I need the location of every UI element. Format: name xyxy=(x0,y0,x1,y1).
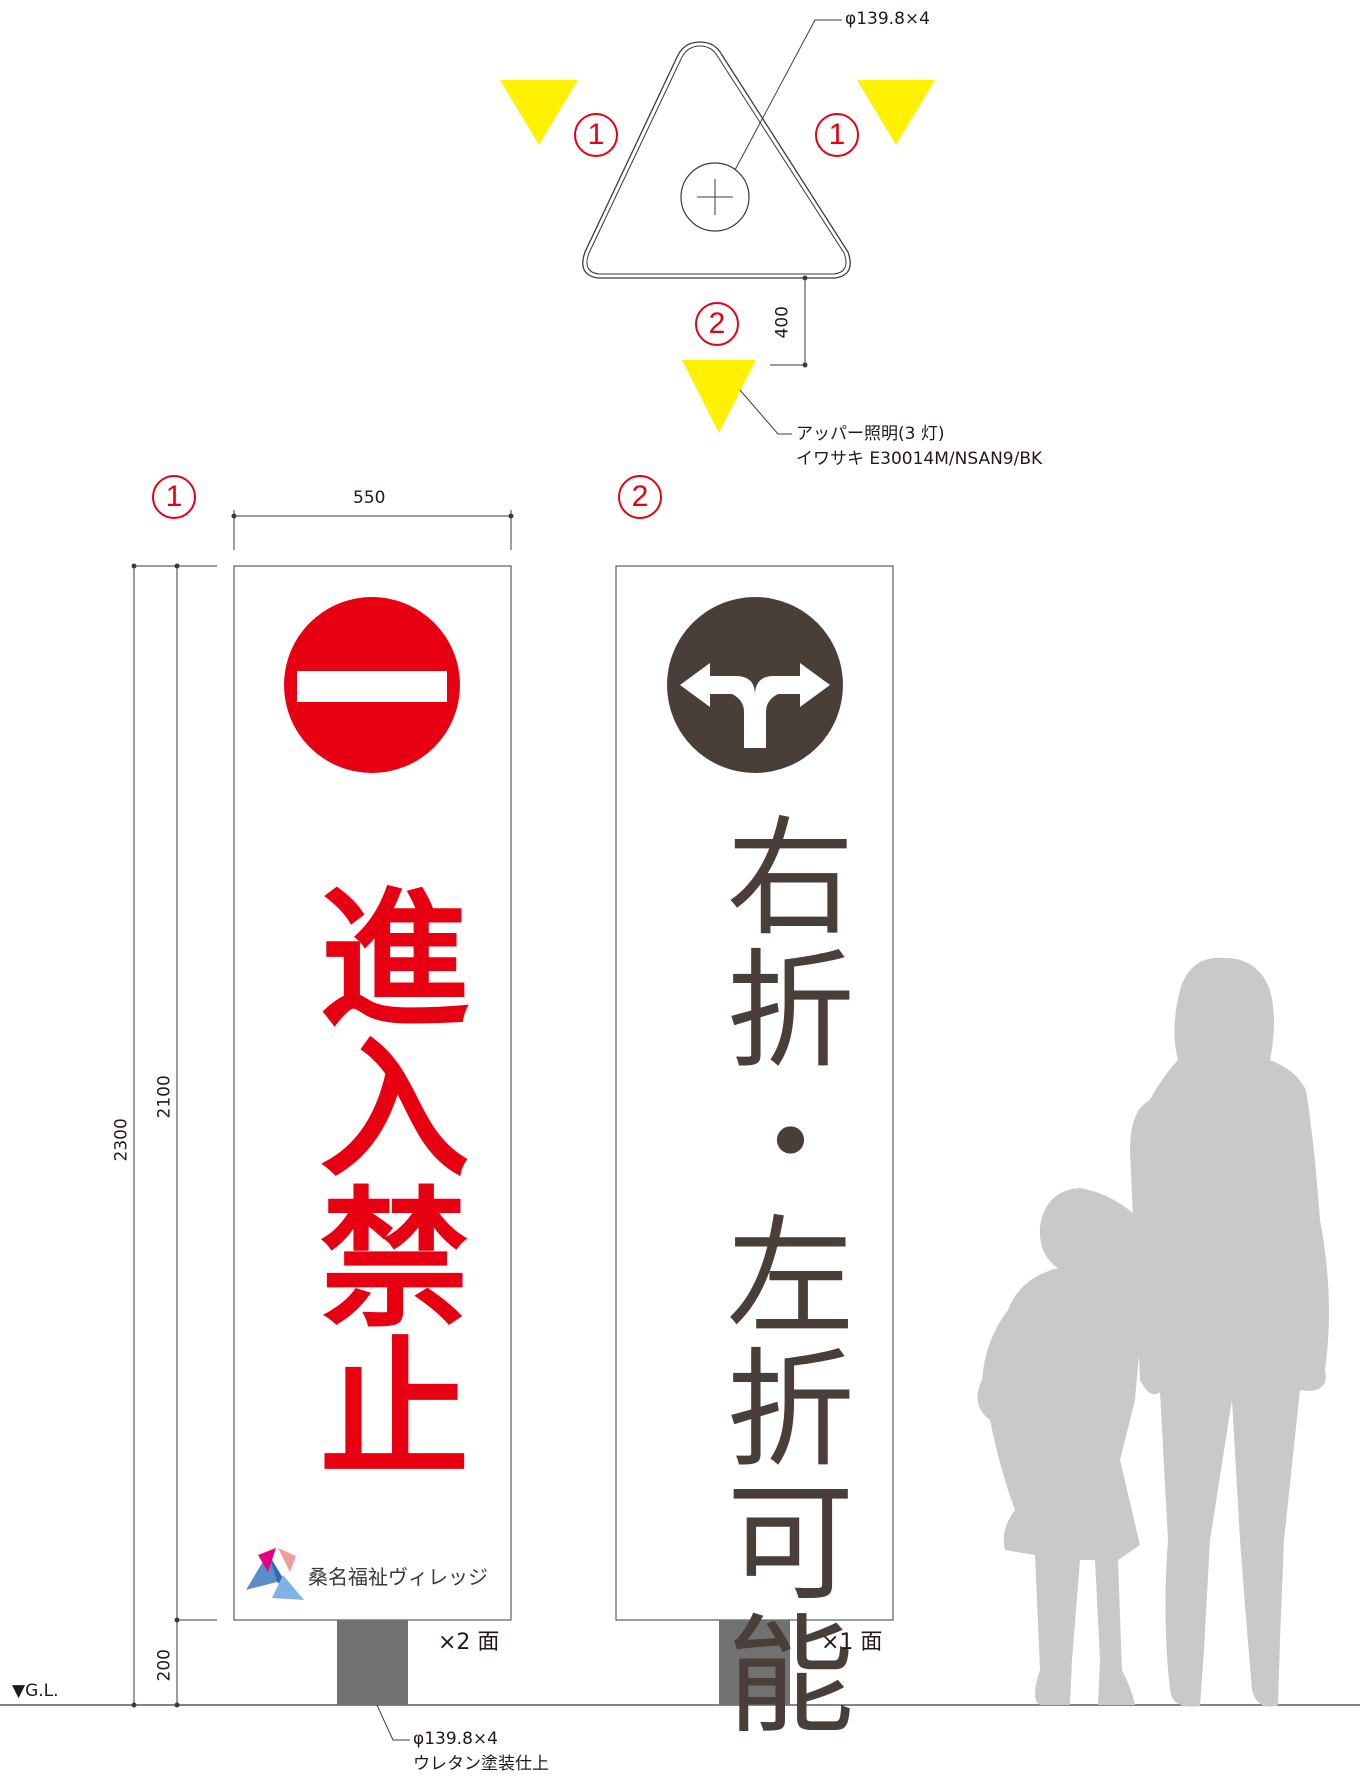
marker-2-top: 2 xyxy=(695,302,739,346)
light-right xyxy=(857,80,935,145)
marker-1-right: 1 xyxy=(815,113,859,157)
left-right-arrow-icon xyxy=(680,663,830,748)
child-silhouette xyxy=(977,1188,1150,1705)
pole-spec-leader xyxy=(734,19,842,171)
village-logo-text: 桑名福祉ヴィレッジ xyxy=(308,1565,488,1589)
light-leader xyxy=(739,389,792,435)
turn-allowed-text: 右折・左折可能 xyxy=(704,810,853,1741)
marker-sign-2-label: 2 xyxy=(631,480,649,513)
pole-spec-top: φ139.8×4 xyxy=(845,9,930,29)
marker-sign-1: 1 xyxy=(152,475,196,519)
marker-1-left-label: 1 xyxy=(587,118,605,151)
light-bottom xyxy=(682,360,756,433)
sign-2-post xyxy=(719,1620,790,1705)
post-spec-line2: ウレタン塗装仕上 xyxy=(413,1754,549,1774)
offset-dimension-label: 400 xyxy=(772,306,793,339)
marker-2-top-label: 2 xyxy=(708,307,726,340)
no-entry-text: 進入禁止 xyxy=(294,880,468,1480)
sign-1-post xyxy=(337,1620,408,1705)
marker-1-right-label: 1 xyxy=(828,118,846,151)
plan-view xyxy=(500,19,935,435)
total-height-dimension-label: 2300 xyxy=(111,1118,132,1162)
light-label-line1: アッパー照明(3 灯) xyxy=(796,424,945,444)
village-logo-mark xyxy=(246,1548,304,1600)
marker-1-left: 1 xyxy=(574,113,618,157)
pole-section xyxy=(680,162,750,232)
light-left xyxy=(500,80,578,145)
post-spec-line1: φ139.8×4 xyxy=(413,1729,498,1749)
panel-height-dimension-label: 2100 xyxy=(154,1075,175,1119)
marker-sign-2: 2 xyxy=(618,475,662,519)
turn-sign xyxy=(667,597,843,773)
human-silhouettes xyxy=(977,957,1329,1707)
post-spec-leader xyxy=(369,1689,410,1741)
sign-2-faces: ×1 面 xyxy=(821,1630,883,1655)
triangle-pillar-inner xyxy=(586,45,847,275)
adult-silhouette xyxy=(1130,957,1329,1707)
sign-1-faces: ×2 面 xyxy=(438,1630,500,1655)
width-dimension-label: 550 xyxy=(353,488,386,508)
light-label-line2: イワサキ E30014M/NSAN9/BK xyxy=(796,449,1043,469)
sign-2 xyxy=(615,565,894,1705)
no-entry-bar xyxy=(297,671,447,702)
triangle-pillar-outline xyxy=(582,41,851,279)
post-height-dimension-label: 200 xyxy=(154,1649,175,1682)
ground-level-label: ▼G.L. xyxy=(12,1681,59,1701)
marker-sign-1-label: 1 xyxy=(165,480,183,513)
sign-1 xyxy=(233,565,512,1705)
